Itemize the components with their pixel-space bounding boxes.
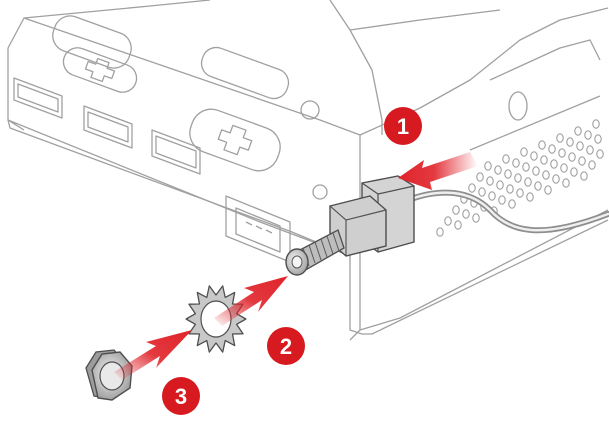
chassis-bottom-edge — [7, 119, 363, 335]
chassis-vent-holes — [436, 119, 604, 237]
vent-hole-34 — [586, 145, 594, 155]
vent-hole-25 — [578, 156, 586, 166]
vent-hole-42 — [594, 134, 602, 144]
vent-hole-17 — [588, 160, 596, 170]
vent-hole-22 — [524, 177, 532, 187]
computer-chassis — [7, 0, 609, 341]
vent-hole-48 — [566, 137, 574, 147]
chassis-cross-cutout-1 — [62, 47, 138, 93]
callout-step-1-circle — [384, 107, 422, 145]
vent-hole-0 — [436, 227, 444, 237]
vent-hole-21 — [506, 184, 514, 194]
vent-hole-10 — [462, 209, 470, 219]
vent-hole-52 — [520, 147, 528, 157]
arrow-step-3 — [114, 330, 192, 380]
vent-hole-6 — [544, 185, 552, 195]
chassis-ethernet-port — [225, 195, 291, 263]
vent-hole-38 — [522, 162, 530, 172]
chassis-cross-cutout-2 — [189, 108, 281, 172]
callout-step-3-circle — [162, 377, 200, 415]
chassis-usb-ports — [13, 77, 201, 175]
vent-hole-36 — [486, 176, 494, 186]
vent-hole-56 — [592, 119, 600, 129]
chassis-slot-top-left — [52, 15, 132, 69]
vent-hole-44 — [494, 165, 502, 175]
vent-hole-13 — [516, 188, 524, 198]
vent-hole-49 — [584, 130, 592, 140]
direction-arrows — [114, 152, 478, 380]
vent-hole-20 — [488, 191, 496, 201]
chassis-top-ridge — [329, 0, 501, 135]
callout-step-1-number: 1 — [397, 114, 409, 139]
vent-hole-45 — [512, 158, 520, 168]
chassis-round-vent — [508, 91, 528, 121]
callout-step-2: 2 — [267, 327, 305, 365]
callout-step-3-number: 3 — [175, 384, 187, 409]
arrow-step-2 — [214, 276, 288, 326]
callout-step-2-circle — [267, 327, 305, 365]
callout-step-3: 3 — [162, 377, 200, 415]
vent-hole-18 — [452, 205, 460, 215]
hex-nut — [85, 349, 133, 401]
vent-hole-30 — [514, 173, 522, 183]
vent-hole-23 — [542, 170, 550, 180]
vent-hole-39 — [540, 155, 548, 165]
antenna-cable-highlight — [406, 191, 609, 232]
vent-hole-55 — [574, 126, 582, 136]
vent-hole-7 — [562, 178, 570, 188]
vent-hole-33 — [568, 152, 576, 162]
vent-hole-26 — [596, 149, 604, 159]
callout-step-2-number: 2 — [280, 334, 292, 359]
vent-hole-50 — [484, 161, 492, 171]
chassis-rear-panel — [7, 0, 361, 341]
chassis-screw-hole-1 — [300, 100, 320, 120]
vent-hole-47 — [548, 144, 556, 154]
vent-hole-35 — [468, 183, 476, 193]
vent-hole-12 — [498, 195, 506, 205]
chassis-side-detail — [469, 39, 601, 151]
vent-hole-28 — [478, 187, 486, 197]
callout-step-1: 1 — [384, 107, 422, 145]
vent-hole-53 — [538, 140, 546, 150]
antenna-connector — [285, 175, 415, 276]
vent-hole-9 — [444, 216, 452, 226]
vent-hole-54 — [556, 133, 564, 143]
vent-hole-16 — [570, 167, 578, 177]
vent-hole-24 — [560, 163, 568, 173]
vent-hole-8 — [580, 171, 588, 181]
vent-hole-31 — [532, 166, 540, 176]
chassis-slot-top — [200, 46, 290, 100]
vent-hole-37 — [504, 169, 512, 179]
vent-hole-29 — [496, 180, 504, 190]
vent-hole-4 — [508, 199, 516, 209]
chassis-screw-hole-2 — [312, 184, 328, 200]
vent-hole-2 — [472, 213, 480, 223]
vent-hole-1 — [454, 220, 462, 230]
vent-hole-43 — [476, 172, 484, 182]
vent-hole-14 — [534, 181, 542, 191]
vent-hole-40 — [558, 148, 566, 158]
vent-hole-32 — [550, 159, 558, 169]
vent-hole-51 — [502, 154, 510, 164]
vent-hole-41 — [576, 141, 584, 151]
arrow-step-1 — [398, 152, 478, 190]
vent-hole-5 — [526, 192, 534, 202]
step-callouts: 1 2 3 — [162, 107, 422, 415]
vent-hole-46 — [530, 151, 538, 161]
vent-hole-15 — [552, 174, 560, 184]
